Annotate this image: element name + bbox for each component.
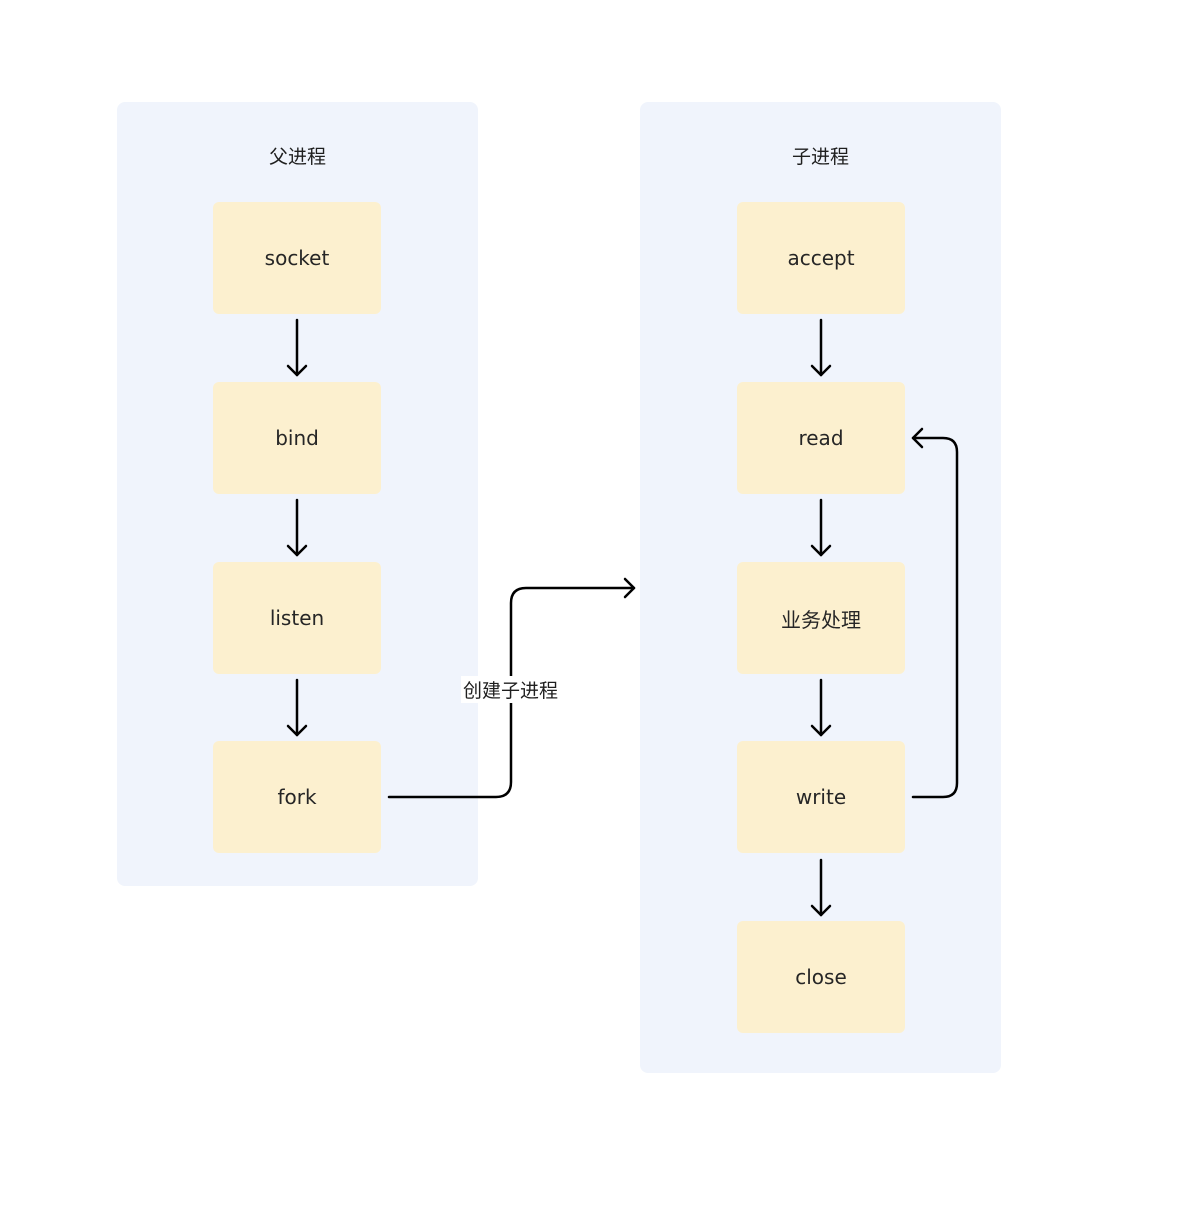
node-listen: listen xyxy=(213,562,381,674)
parent-process-title: 父进程 xyxy=(268,146,326,168)
arrow-write-loop-to-read xyxy=(911,427,959,799)
node-close: close xyxy=(737,921,905,1033)
arrow-listen-to-fork xyxy=(286,678,308,737)
node-socket: socket xyxy=(213,202,381,314)
arrow-socket-to-bind xyxy=(286,318,308,377)
node-write: write xyxy=(737,741,905,853)
node-accept: accept xyxy=(737,202,905,314)
edge-label-create-child: 创建子进程 xyxy=(461,676,561,703)
child-process-title: 子进程 xyxy=(791,146,849,168)
arrow-accept-to-read xyxy=(810,318,832,377)
node-bind: bind xyxy=(213,382,381,494)
arrow-read-to-business xyxy=(810,498,832,557)
arrow-write-to-close xyxy=(810,858,832,917)
node-business-logic: 业务处理 xyxy=(737,562,905,674)
node-read: read xyxy=(737,382,905,494)
arrow-business-to-write xyxy=(810,678,832,737)
arrow-bind-to-listen xyxy=(286,498,308,557)
node-fork: fork xyxy=(213,741,381,853)
